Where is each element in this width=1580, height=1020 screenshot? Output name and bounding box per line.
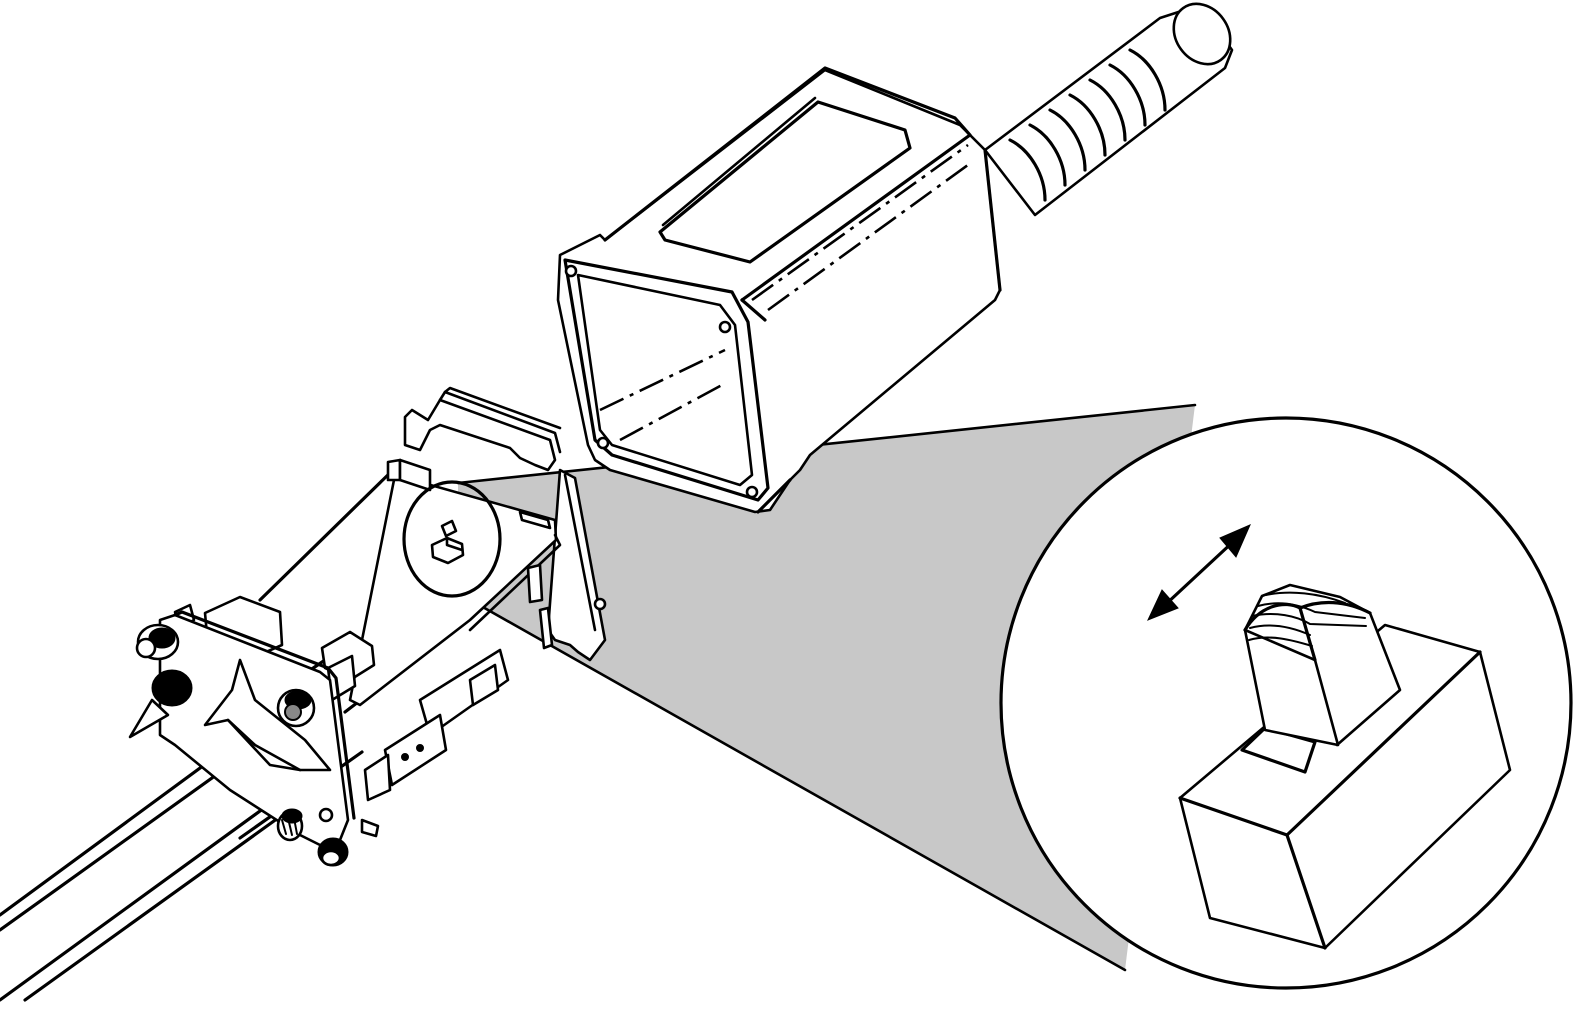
knob-probe-tip [128, 669, 193, 739]
switch-actuator-front [1243, 628, 1340, 747]
knob-lower [276, 807, 334, 842]
knob-right [276, 688, 316, 728]
magnify-source-circle [402, 480, 502, 598]
circuit-board [348, 386, 607, 802]
sensor-housing [556, 2, 1234, 514]
cable-gland [983, 2, 1234, 217]
callout-cone-shade [458, 405, 1195, 970]
knob-lower-right [317, 837, 349, 867]
front-mount-plate [128, 595, 380, 867]
board-rear-bracket [403, 398, 557, 472]
callout-cone-bottom-edge [456, 591, 1127, 972]
callout-cone-top-edge [456, 403, 1197, 485]
knob-cap-top-left [135, 623, 180, 661]
board-plane [348, 473, 558, 707]
zoom-callout-cone [456, 403, 1197, 972]
slide-direction-arrow [1147, 524, 1251, 621]
switch-base-block [1178, 623, 1512, 950]
housing-label-panel [658, 100, 912, 264]
magnified-detail [999, 416, 1573, 990]
slide-switch-enlarged [1178, 583, 1512, 950]
